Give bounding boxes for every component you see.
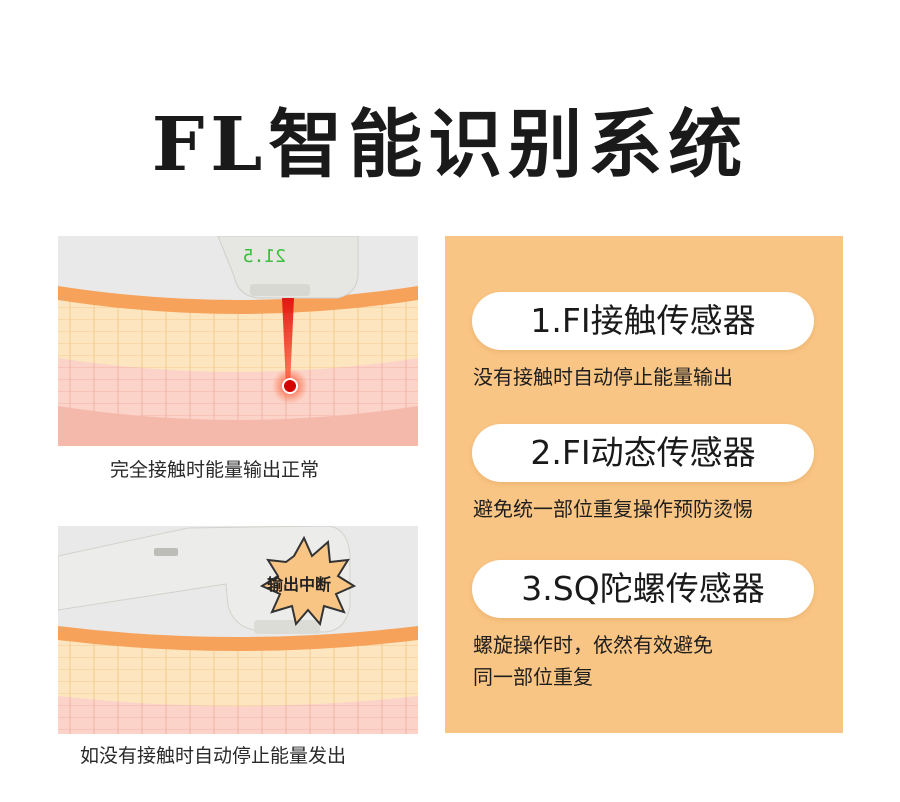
feature-1-heading: 1.FI接触传感器 xyxy=(472,292,814,350)
feature-3-desc-line1: 螺旋操作时，依然有效避免 xyxy=(473,633,713,657)
skin-layers-graphic: 21.5 xyxy=(58,236,418,446)
feature-3-desc-line2: 同一部位重复 xyxy=(473,665,593,689)
feature-2-desc: 避免统一部位重复操作预防烫惕 xyxy=(473,497,753,521)
feature-3-heading: 3.SQ陀螺传感器 xyxy=(472,560,814,618)
page-title: FL智能识别系统 xyxy=(151,102,749,188)
feature-1-desc: 没有接触时自动停止能量输出 xyxy=(473,365,733,389)
burst-shape xyxy=(259,535,357,627)
no-contact-caption: 如没有接触时自动停止能量发出 xyxy=(80,745,347,767)
handpiece-graphic xyxy=(217,236,359,299)
skin-layers-graphic-2 xyxy=(58,526,418,734)
contact-illustration: 21.5 xyxy=(58,236,418,446)
device-display: 21.5 xyxy=(243,246,286,267)
no-contact-illustration xyxy=(58,526,418,734)
feature-2-heading: 2.FI动态传感器 xyxy=(472,424,814,482)
contact-caption: 完全接触时能量输出正常 xyxy=(110,459,320,481)
output-interrupted-label: 输出中断 xyxy=(266,575,331,594)
